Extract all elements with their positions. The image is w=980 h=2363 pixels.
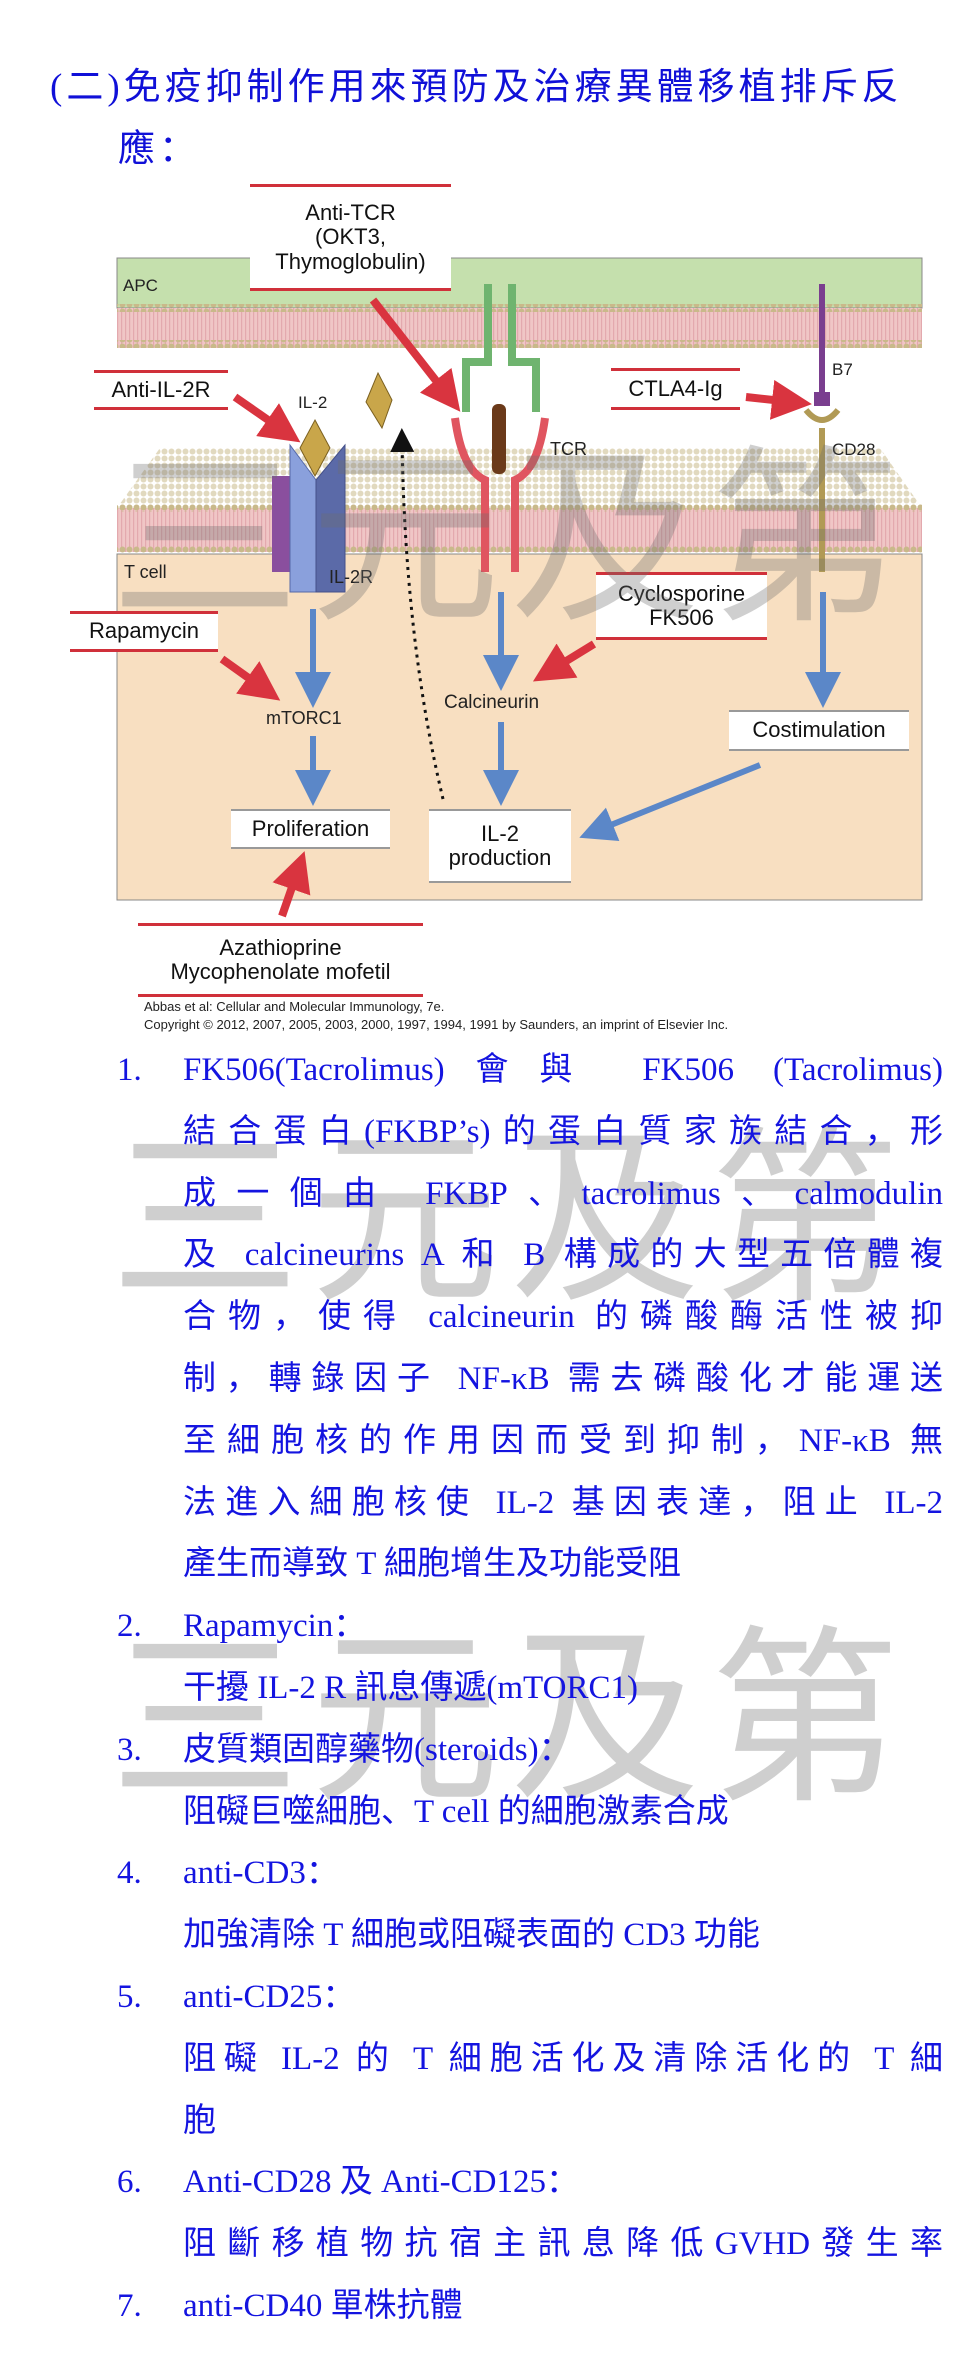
anti-tcr-box: Anti-TCR (OKT3, Thymoglobulin) — [250, 184, 451, 291]
arrow-anti-il2r — [232, 393, 301, 443]
arrow-anti-tcr — [369, 297, 461, 412]
tcr-label: TCR — [550, 439, 587, 459]
anti-tcr-thymoglobulin: Thymoglobulin) — [275, 248, 426, 274]
list-item-text: 干擾 IL-2 R 訊息傳遞(mTORC1) — [183, 1670, 638, 1706]
figure-credit: Abbas et al: Cellular and Molecular Immu… — [144, 999, 445, 1014]
il2-diamond-bound — [299, 418, 331, 478]
list-item-text: 至細胞核的作用因而受到抑制，NF-κB 無 — [183, 1422, 943, 1459]
list-item-text: 產生而導致 T 細胞增生及功能受阻 — [183, 1546, 682, 1583]
tcr-chains — [451, 417, 549, 572]
arrow-rapamycin — [219, 655, 281, 701]
list-item-text: 成一個由 FKBP、tacrolimus、calmodulin — [183, 1175, 943, 1212]
rapamycin-label: Rapamycin — [88, 618, 200, 644]
apc-label: APC — [123, 276, 158, 295]
list-item-text: 阻斷移植物抗宿主訊息降低GVHD發生率 — [183, 2226, 943, 2263]
anti-il2r-label: Anti-IL-2R — [111, 376, 211, 402]
list-item-text: 胞 — [183, 2102, 216, 2139]
b7-label: B7 — [832, 360, 853, 379]
cyclosporine-label: Cyclosporine — [617, 580, 746, 606]
list-item-text: 法進入細胞核使 IL-2 基因表達，阻止 IL-2 — [183, 1484, 943, 1521]
calcineurin-label: Calcineurin — [444, 692, 540, 713]
tcell-membrane — [117, 508, 922, 552]
list-item-number: 2. — [117, 1608, 142, 1645]
arrow-costim-il2 — [579, 762, 762, 841]
arrow-cyclosporine — [532, 640, 597, 682]
list-item-number: 4. — [117, 1855, 142, 1892]
list-item-text: 阻礙巨噬細胞、T cell 的細胞激素合成 — [183, 1793, 729, 1830]
diagram-graphics — [116, 257, 923, 918]
ctla4ig-label: CTLA4-Ig — [628, 375, 723, 401]
fk506-label: FK506 — [649, 605, 714, 630]
figure-copyright: Copyright © 2012, 2007, 2005, 2003, 2000… — [144, 1017, 729, 1032]
arrow-azathioprine — [272, 851, 311, 918]
list-item-text: 制，轉錄因子 NF-κB 需去磷酸化才能運送 — [183, 1361, 943, 1397]
list-item-number: 5. — [117, 1979, 142, 2015]
costimulation-label: Costimulation — [752, 717, 886, 743]
anti-tcr-okt3: (OKT3, — [315, 224, 386, 250]
rapamycin-box: Rapamycin — [70, 611, 218, 652]
mtorc1-label: mTORC1 — [266, 708, 342, 728]
list-item-heading: anti-CD40 單株抗體 — [183, 2288, 463, 2324]
apc-mhc — [462, 284, 540, 412]
azathioprine-box: Azathioprine Mycophenolate mofetil — [138, 923, 423, 997]
list-item-text: 及 calcineurins A 和 B 構成的大型五倍體複 — [183, 1237, 943, 1274]
arrow-ctla4ig — [745, 379, 812, 420]
il2-production-line1: IL-2 — [481, 820, 519, 846]
list-item-number: 1. — [117, 1052, 142, 1088]
list-item-text: 阻礙 IL-2 的 T 細胞活化及清除活化的 T 細 — [183, 2040, 943, 2077]
mycophenolate-label: Mycophenolate mofetil — [170, 959, 391, 984]
list-item-text: 合物，使得 calcineurin 的磷酸酶活性被抑 — [183, 1299, 943, 1336]
list-item-number: 7. — [117, 2288, 142, 2324]
il2r-purple-chain — [272, 476, 290, 572]
list-item-heading: 皮質類固醇藥物(steroids)： — [183, 1731, 572, 1768]
proliferation-label: Proliferation — [251, 815, 370, 841]
azathioprine-label: Azathioprine — [219, 934, 342, 960]
list-item-heading: Anti-CD28 及 Anti-CD125： — [183, 2164, 579, 2201]
cyclosporine-box: Cyclosporine FK506 — [596, 572, 767, 640]
cd28-label: CD28 — [832, 440, 876, 459]
list-item-heading: FK506(Tacrolimus)會與 FK506 (Tacrolimus) — [183, 1052, 943, 1088]
il2-diamond-free — [365, 371, 393, 430]
immunosuppression-diagram: APC T cell IL-2 IL-2R TCR B7 CD28 mTORC1… — [0, 0, 980, 1040]
list-item-text: 結合蛋白(FKBP’s)的蛋白質家族結合，形 — [183, 1113, 943, 1150]
proliferation-box: Proliferation — [231, 809, 390, 849]
list-item-number: 6. — [117, 2164, 142, 2201]
anti-il2r-box: Anti-IL-2R — [94, 370, 228, 410]
section-title-line1: (二)免疫抑制作用來預防及治療異體移植排斥反 — [50, 67, 903, 108]
list-item-heading: anti-CD25： — [183, 1979, 356, 2015]
list-item-heading: Rapamycin： — [183, 1608, 367, 1645]
anti-tcr-label: Anti-TCR — [305, 200, 396, 226]
il2r-label: IL-2R — [329, 567, 374, 587]
section-title-line2: 應： — [118, 129, 200, 170]
il2-label: IL-2 — [298, 393, 328, 412]
ctla4ig-box: CTLA4-Ig — [611, 368, 740, 410]
list-item-text: 加強清除 T 細胞或阻礙表面的 CD3 功能 — [183, 1917, 760, 1954]
list-item-number: 3. — [117, 1731, 142, 1768]
list-item-heading: anti-CD3： — [183, 1855, 339, 1892]
il2-production-box: IL-2 production — [429, 809, 571, 883]
il2-production-line2: production — [448, 845, 552, 870]
costimulation-box: Costimulation — [729, 710, 909, 751]
tcell-label: T cell — [124, 562, 167, 582]
peptide — [492, 404, 506, 474]
il2r-dark-chain — [315, 443, 346, 593]
apc-cytoplasm — [116, 257, 923, 309]
